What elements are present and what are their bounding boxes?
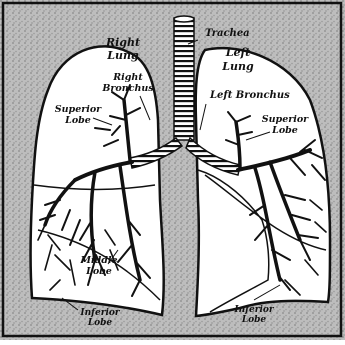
label-trachea: Trachea xyxy=(205,28,250,39)
trachea xyxy=(174,18,194,140)
trachea-opening xyxy=(174,16,194,22)
label-left-bronchus: Left Bronchus xyxy=(209,90,290,101)
